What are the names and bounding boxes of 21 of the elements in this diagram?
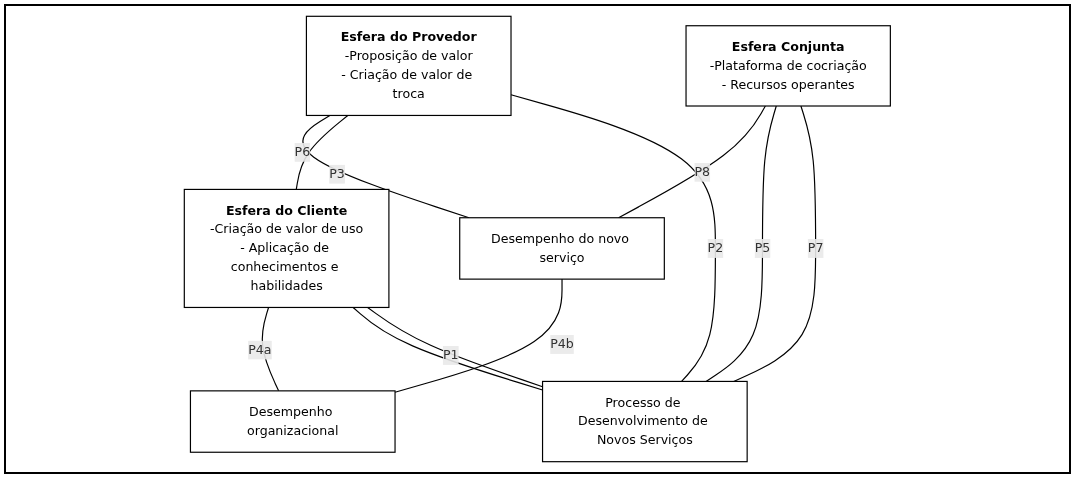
node-box: Desempenho do novo serviço [459,217,666,280]
connector [618,105,767,219]
connector [705,105,778,382]
node-box: Desempenho organizacional [190,390,396,453]
connector [394,278,563,393]
node-box: Esfera do Provedor -Proposição de valor - Criação de valor de troca [306,15,512,117]
node-box: Esfera do Cliente -Criação de valor de uso - Aplicação de conhecimentos e habilidades [183,188,390,309]
edge-label: P8 [694,164,711,180]
connector [733,105,817,382]
edge-label: P3 [329,166,345,182]
edge-label: P7 [808,240,824,256]
edge-label: P2 [707,240,724,256]
edge-label: P4b [550,336,574,352]
edge-label: P6 [294,144,311,160]
edge-label: P4a [248,342,272,358]
connector [295,114,349,190]
edge-label: P1 [443,347,459,363]
connector [261,306,280,392]
node-box: Esfera Conjunta -Plataforma de cocriação - Recursos operantes [685,25,892,107]
edge-label: P5 [754,240,771,256]
node-box: Processo de Desenvolvimento de Novos Serviços [542,380,748,463]
